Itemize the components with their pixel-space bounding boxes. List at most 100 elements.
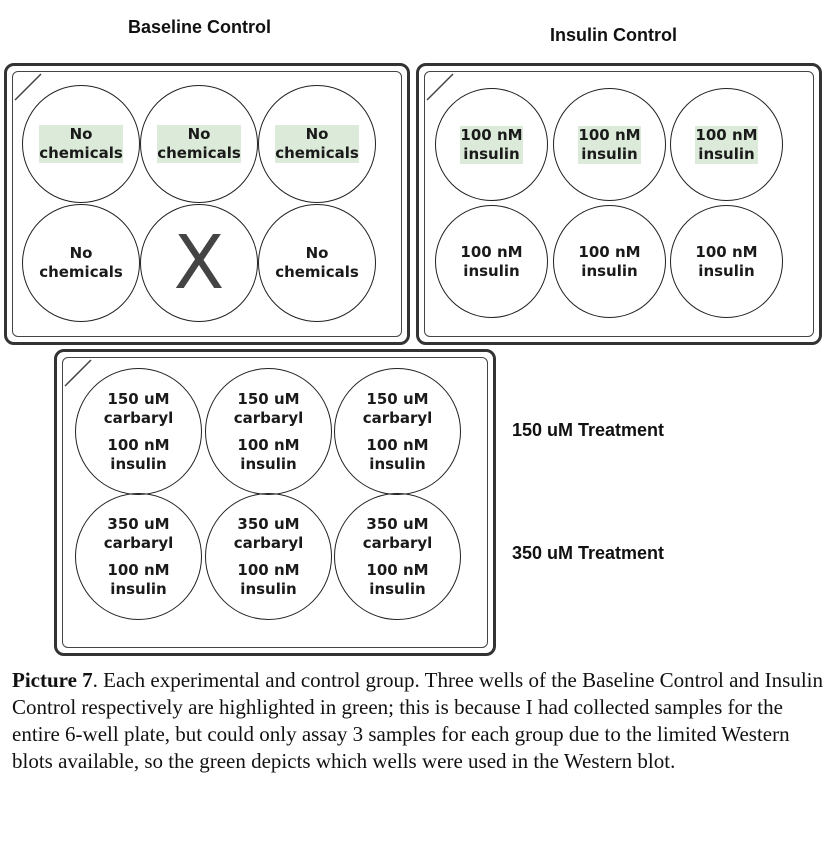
well-label-line: 100 nM — [578, 242, 641, 261]
well-label-line: insulin — [463, 144, 520, 163]
caption-text: . Each experimental and control group. T… — [12, 668, 823, 773]
well-label-line: carbaryl — [233, 408, 304, 427]
well-label-line: carbaryl — [103, 533, 174, 552]
well-label-line: insulin — [240, 579, 297, 598]
well-label-line: 150 uM — [366, 389, 429, 408]
well-label-line: insulin — [110, 454, 167, 473]
well-label-line: insulin — [581, 144, 638, 163]
well-label-line: No — [69, 125, 93, 143]
figure-caption: Picture 7. Each experimental and control… — [12, 667, 830, 775]
well-label-line: 100 nM — [366, 560, 429, 579]
well-label-line: insulin — [698, 144, 755, 163]
baseline-plate-title: Baseline Control — [128, 17, 272, 37]
well-label-line: chemicals — [157, 144, 241, 162]
well-label-line: chemicals — [275, 144, 359, 162]
well-label-line: 100 nM — [695, 242, 758, 261]
well-label-line: chemicals — [275, 263, 359, 281]
well-label-line: carbaryl — [103, 408, 174, 427]
well-label-line: insulin — [463, 261, 520, 280]
well-label-line: No — [69, 244, 93, 262]
well-label-line: 100 nM — [578, 125, 641, 144]
well-label-line: insulin — [369, 579, 426, 598]
excluded-well-x-mark: X — [173, 220, 225, 306]
well-label-line: No — [305, 125, 329, 143]
well-label-line: 150 uM — [107, 389, 170, 408]
well-label-line: 100 nM — [460, 125, 523, 144]
well-label-line: 100 nM — [366, 435, 429, 454]
baseline-well: X — [140, 204, 258, 322]
well-label-line: No — [187, 125, 211, 143]
well-label-line: 350 uM — [107, 514, 170, 533]
well-label-line: 150 uM — [237, 389, 300, 408]
well-label-line: 350 uM — [237, 514, 300, 533]
well-label-line: insulin — [698, 261, 755, 280]
well-label-line: 100 nM — [695, 125, 758, 144]
treatment-label-150: 150 uM Treatment — [512, 420, 665, 440]
treatment-label-350: 350 uM Treatment — [512, 543, 665, 563]
insulin-plate-inner-border — [424, 71, 814, 337]
plate-corner-notch — [64, 359, 92, 387]
well-label-line: carbaryl — [362, 408, 433, 427]
plate-corner-notch — [426, 73, 454, 101]
well-label-line: 100 nM — [107, 435, 170, 454]
well-label-line: 100 nM — [237, 560, 300, 579]
treatment-plate-inner-border — [62, 357, 488, 648]
well-label-line: insulin — [110, 579, 167, 598]
plate-corner-notch — [14, 73, 42, 101]
well-label-line: chemicals — [39, 263, 123, 281]
well-label-line: No — [305, 244, 329, 262]
well-label-line: insulin — [581, 261, 638, 280]
baseline-plate-inner-border — [12, 71, 402, 337]
well-label-line: carbaryl — [362, 533, 433, 552]
well-label-line: chemicals — [39, 144, 123, 162]
well-label-line: carbaryl — [233, 533, 304, 552]
well-label-line: 100 nM — [237, 435, 300, 454]
well-label-line: insulin — [369, 454, 426, 473]
well-label-line: 100 nM — [460, 242, 523, 261]
well-label-line: insulin — [240, 454, 297, 473]
well-label-line: 350 uM — [366, 514, 429, 533]
well-label-line: 100 nM — [107, 560, 170, 579]
caption-label: Picture 7 — [12, 668, 93, 692]
